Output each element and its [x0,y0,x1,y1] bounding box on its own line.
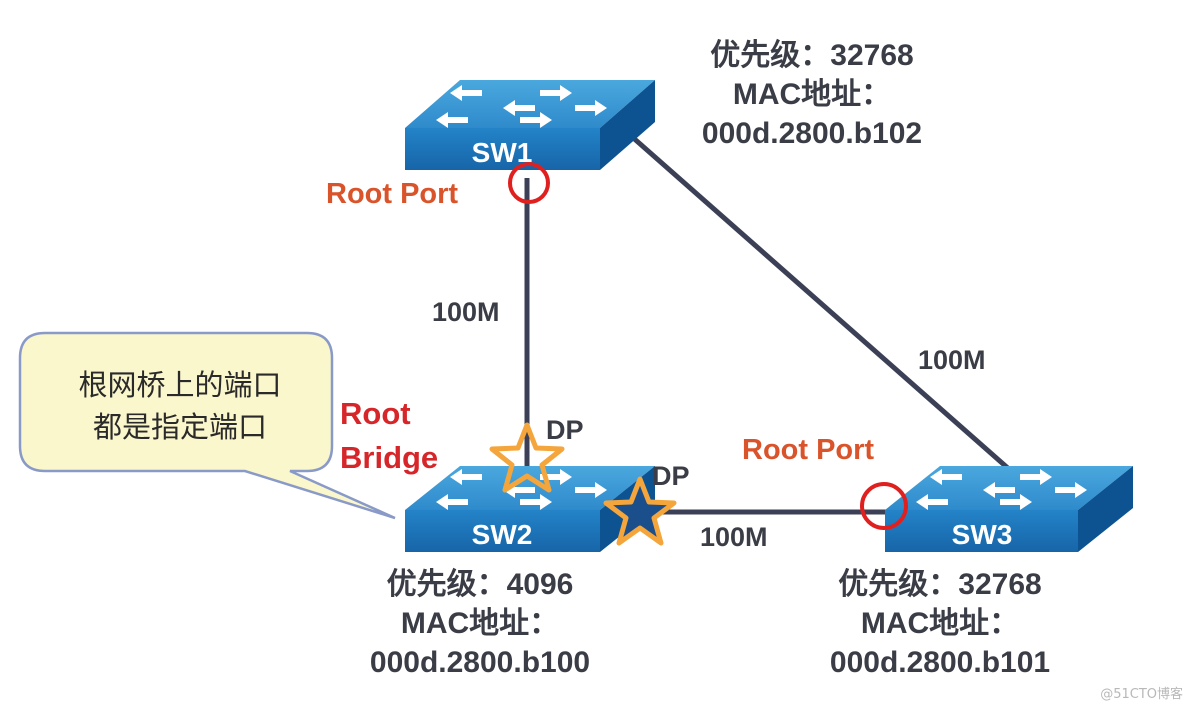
link-sw1-sw3 [628,133,1012,472]
dp-label-top: DP [546,415,584,445]
link-label-sw2-sw3: 100M [700,522,768,552]
callout-line-2: 都是指定端口 [92,410,267,444]
sw2-mac-label: MAC地址： [400,607,560,640]
sw1-mac-label: MAC地址： [732,78,892,111]
sw2-name: SW2 [472,519,533,550]
sw3-priority: 优先级：32768 [838,568,1042,601]
dp-label-right: DP [652,461,690,491]
root-port-marker-sw1 [508,162,550,204]
root-bridge-label: Root Bridge [340,392,438,480]
root-bridge-line-1: Root [340,396,411,431]
sw3-info: 优先级：32768 MAC地址： 000d.2800.b101 [800,565,1080,682]
sw3-mac: 000d.2800.b101 [829,646,1051,679]
dp-star-icon [603,476,677,546]
watermark: @51CTO博客 [1100,687,1183,702]
sw2-priority: 优先级：4096 [386,568,574,601]
callout-line-1: 根网桥上的端口 [78,368,282,402]
callout-bubble [18,331,396,520]
sw3-name: SW3 [952,519,1013,550]
switch-sw1: SW1 [405,80,655,170]
link-label-sw1-sw2: 100M [432,297,500,327]
root-bridge-line-2: Bridge [340,440,439,475]
root-port-label-sw1: Root Port [326,178,459,210]
sw1-name: SW1 [472,137,533,168]
switch-sw3: SW3 [885,466,1133,552]
sw2-info: 优先级：4096 MAC地址： 000d.2800.b100 [340,565,620,682]
root-port-label-sw3: Root Port [742,434,875,466]
sw3-mac-label: MAC地址： [860,607,1020,640]
dp-star-icon [489,422,565,493]
sw2-mac: 000d.2800.b100 [369,646,591,679]
sw1-mac: 000d.2800.b102 [701,117,923,150]
link-label-sw1-sw3: 100M [918,345,986,375]
root-port-marker-sw3 [860,482,908,530]
sw1-priority: 优先级：32768 [710,39,914,72]
callout-text: 根网桥上的端口 都是指定端口 [40,364,320,448]
sw1-info: 优先级：32768 MAC地址： 000d.2800.b102 [672,36,952,153]
